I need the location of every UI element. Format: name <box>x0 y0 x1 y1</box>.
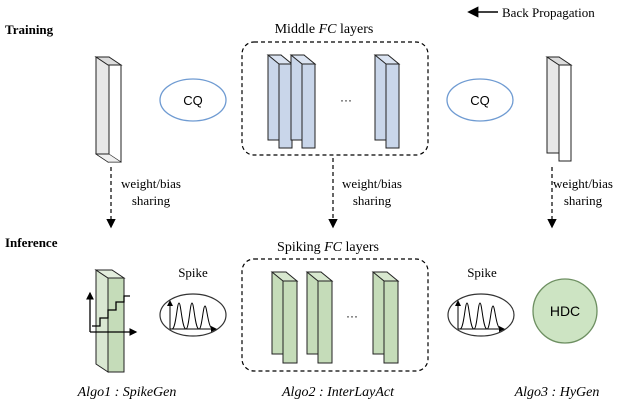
inference-label: Inference <box>5 235 58 250</box>
staircase-icon <box>86 291 138 336</box>
sharing-left: weight/bias sharing <box>106 167 181 229</box>
back-propagation-legend: Back Propagation <box>467 5 595 20</box>
cq-left: CQ <box>159 78 227 122</box>
spike-train-left-icon <box>167 300 217 332</box>
sharing-middle-line1: weight/bias <box>342 176 402 191</box>
inference-ellipsis: ··· <box>346 309 358 323</box>
training-fc-layer-2 <box>289 54 317 149</box>
sharing-left-line1: weight/bias <box>121 176 181 191</box>
sharing-right-line2: sharing <box>564 193 603 208</box>
back-propagation-label: Back Propagation <box>502 5 595 20</box>
spike-left <box>159 293 227 337</box>
training-ellipsis: ··· <box>340 93 352 107</box>
spike-right-label: Spike <box>467 265 497 280</box>
sharing-middle: weight/bias sharing <box>328 158 402 229</box>
sharing-right: weight/bias sharing <box>547 167 613 229</box>
middle-fc-title: Middle FC layers <box>275 22 374 37</box>
training-label: Training <box>5 22 54 37</box>
hdc-label: HDC <box>550 303 580 319</box>
training-fc-layer-1 <box>266 54 294 149</box>
hdc-node: HDC <box>532 278 598 344</box>
caption-algo2: Algo2 : InterLayAct <box>281 385 395 400</box>
spike-left-label: Spike <box>178 265 208 280</box>
spike-train-right-icon <box>455 300 505 332</box>
training-input-layer <box>94 56 123 163</box>
sharing-left-line2: sharing <box>132 193 171 208</box>
middle-fc-group <box>241 41 429 156</box>
training-fc-layer-3 <box>373 54 401 149</box>
training-output-layer <box>545 56 573 162</box>
spiking-fc-title: Spiking FC layers <box>277 240 379 255</box>
cq-left-label: CQ <box>183 93 203 108</box>
spikegen-layer <box>86 269 138 373</box>
caption-algo3: Algo3 : HyGen <box>514 385 600 400</box>
caption-algo1: Algo1 : SpikeGen <box>77 385 177 400</box>
spiking-fc-group <box>241 258 429 372</box>
cq-right-label: CQ <box>470 93 490 108</box>
inference-fc-layer-2 <box>305 271 334 364</box>
inference-fc-layer-1 <box>270 271 299 364</box>
cq-right: CQ <box>446 78 514 122</box>
inference-fc-layer-3 <box>371 271 400 364</box>
sharing-right-line1: weight/bias <box>553 176 613 191</box>
sharing-middle-line2: sharing <box>353 193 392 208</box>
spike-right <box>447 293 515 337</box>
